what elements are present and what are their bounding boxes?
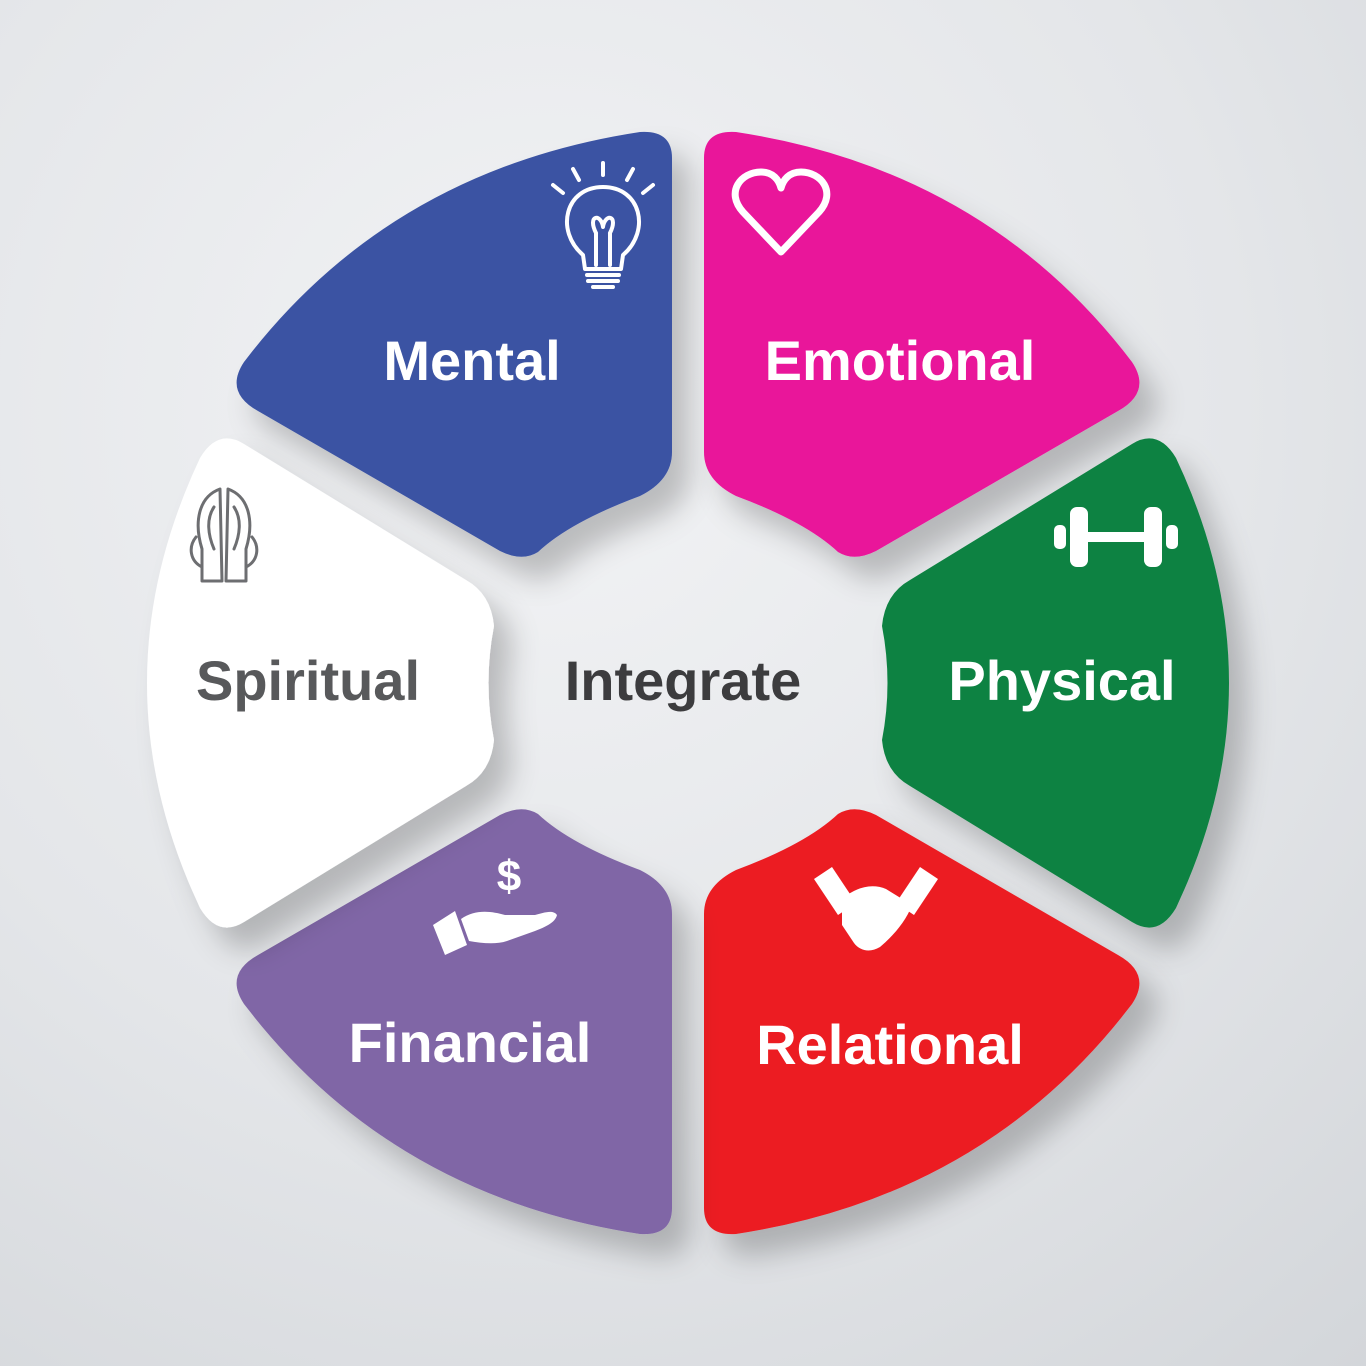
- money-hand-icon: $: [433, 852, 557, 955]
- segment-mental-label: Mental: [383, 329, 560, 392]
- segment-emotional-label: Emotional: [765, 329, 1036, 392]
- segment-spiritual-shape: [147, 438, 494, 928]
- segment-mental-shape: [236, 131, 672, 557]
- segment-financial-label: Financial: [349, 1011, 592, 1074]
- segment-spiritual[interactable]: Spiritual: [147, 438, 494, 928]
- svg-text:$: $: [497, 852, 521, 901]
- segment-financial[interactable]: $ Financial: [236, 809, 672, 1235]
- handshake-icon: [814, 867, 938, 951]
- center-label: Integrate: [565, 649, 802, 712]
- dumbbell-icon: [1054, 507, 1178, 567]
- segment-emotional-shape: [704, 131, 1140, 557]
- praying-hands-icon: [189, 487, 259, 583]
- segment-relational[interactable]: Relational: [704, 809, 1140, 1235]
- segment-emotional[interactable]: Emotional: [704, 131, 1140, 557]
- segment-relational-label: Relational: [756, 1013, 1024, 1076]
- segment-spiritual-label: Spiritual: [196, 649, 420, 712]
- segment-physical[interactable]: Physical: [882, 438, 1229, 928]
- segment-physical-label: Physical: [948, 649, 1175, 712]
- heart-icon: [731, 168, 831, 256]
- segment-mental[interactable]: Mental: [236, 131, 672, 557]
- segment-physical-shape: [882, 438, 1229, 928]
- segment-relational-shape: [704, 809, 1140, 1235]
- segment-financial-shape: [236, 809, 672, 1235]
- lightbulb-icon: [551, 161, 655, 289]
- segments-layer: Mental Emotional Physical: [147, 131, 1229, 1235]
